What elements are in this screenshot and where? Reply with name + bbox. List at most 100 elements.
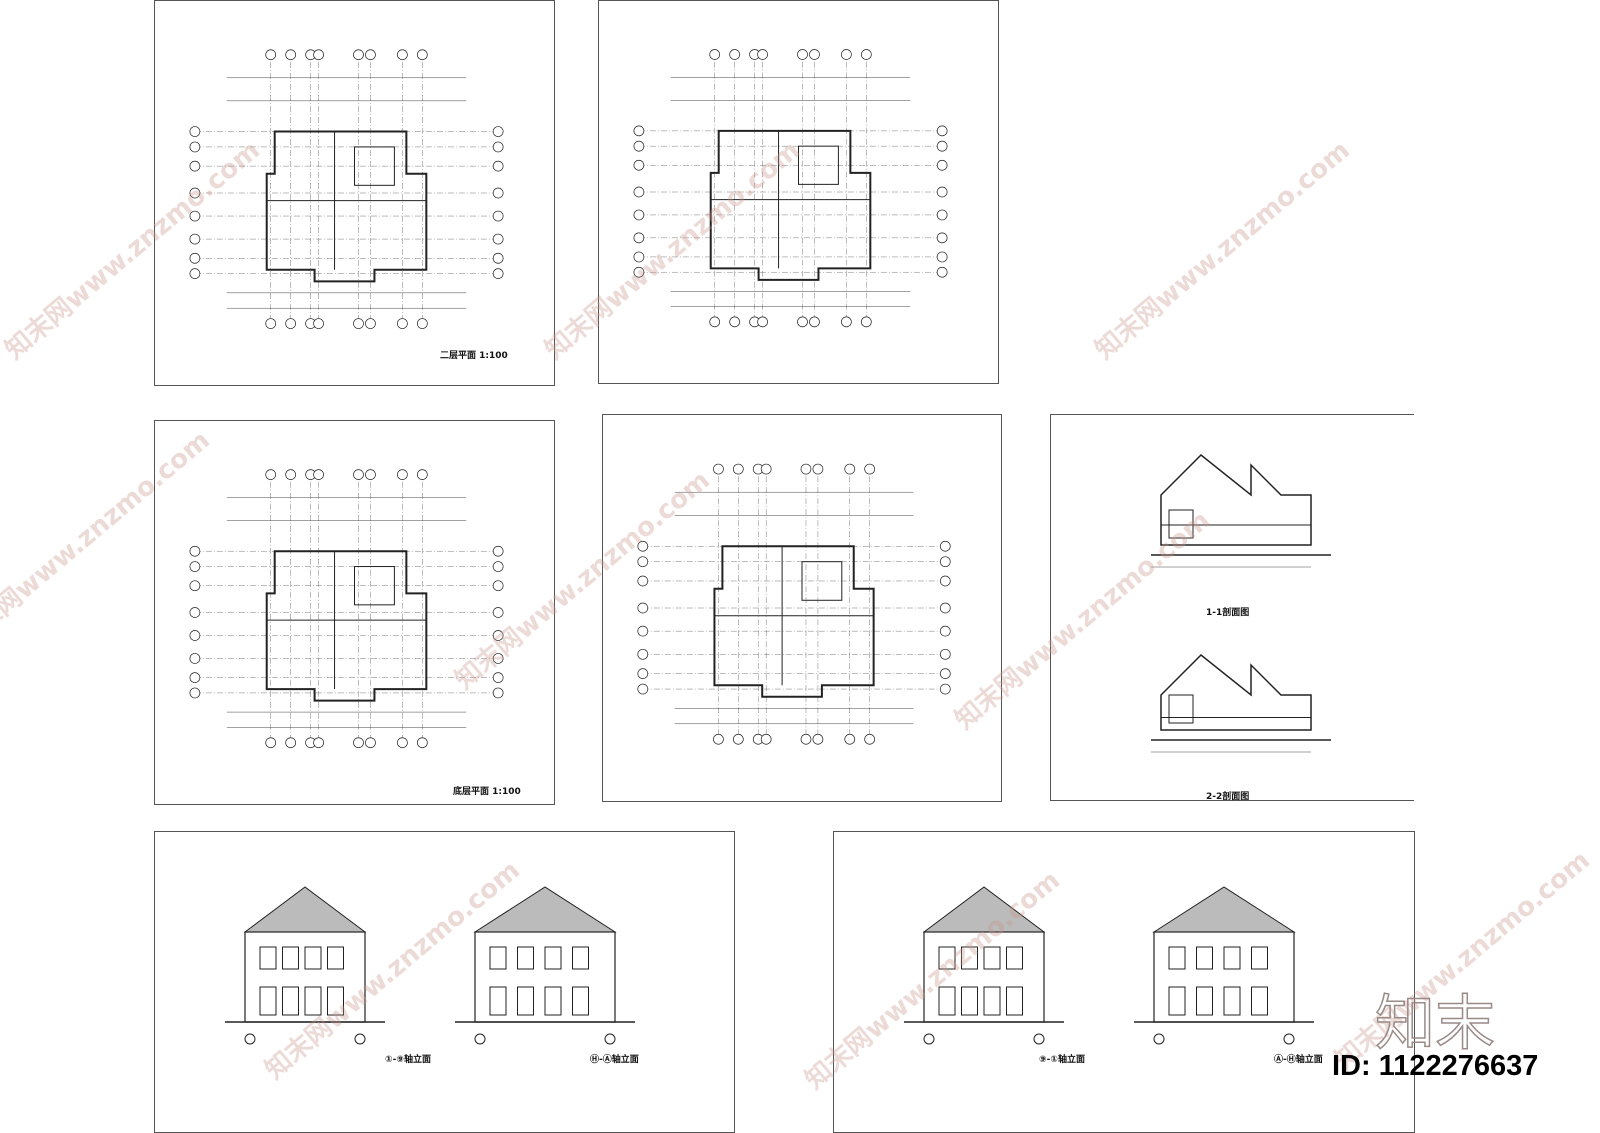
- window: [961, 986, 978, 1016]
- grid-bubble: [313, 49, 324, 61]
- window: [544, 946, 562, 970]
- grid-bubble: [757, 49, 768, 60]
- grid-bubble: [633, 140, 645, 152]
- grid-bubble: [189, 268, 201, 279]
- grid-bubble: [809, 316, 820, 328]
- grid-bubble: [492, 653, 504, 664]
- grid-bubble: [637, 625, 649, 637]
- window: [572, 986, 589, 1016]
- window: [1006, 986, 1023, 1016]
- floor-plan-drawing: [189, 49, 504, 329]
- grid-bubble: [864, 733, 876, 745]
- window: [304, 946, 322, 970]
- sheet-roof-plan-upper: [598, 0, 999, 384]
- grid-bubble: [354, 1033, 366, 1045]
- grid-bubble: [244, 1033, 256, 1045]
- grid-bubble: [841, 316, 852, 328]
- elevation-title: Ⓗ-Ⓐ轴立面: [590, 1055, 639, 1065]
- exterior-wall: [709, 129, 872, 281]
- grid-bubble: [800, 733, 812, 745]
- elevation-drawings: [225, 886, 635, 1045]
- grid-bubble: [633, 266, 645, 278]
- elevation-title: ⑨-①轴立面: [1039, 1055, 1085, 1065]
- grid-bubble: [732, 463, 744, 475]
- grid-bubble: [633, 186, 645, 198]
- room: [798, 145, 839, 185]
- grid-bubble: [936, 251, 948, 263]
- id-label: ID: 1122276637: [1332, 1050, 1539, 1082]
- grid-bubble: [365, 469, 376, 480]
- window: [259, 946, 277, 970]
- grid-bubble: [353, 318, 364, 329]
- grid-bubble: [633, 251, 645, 263]
- grid-bubble: [939, 668, 951, 679]
- roof: [243, 886, 367, 933]
- room: [354, 566, 395, 606]
- roof-plan-drawing: [637, 463, 951, 745]
- grid-bubble: [492, 672, 504, 683]
- exterior-wall: [265, 130, 428, 283]
- grid-bubble: [492, 580, 504, 592]
- sheet-second-floor-plan: 二层平面 1:100: [154, 0, 555, 386]
- grid-bubble: [729, 49, 741, 60]
- grid-bubble: [923, 1033, 935, 1045]
- grid-bubble: [860, 49, 872, 60]
- grid-bubble: [492, 607, 504, 618]
- grid-bubble: [189, 233, 201, 245]
- grid-bubble: [637, 575, 649, 587]
- grid-bubble: [492, 561, 504, 572]
- window: [938, 946, 956, 970]
- grid-bubble: [285, 737, 297, 749]
- grid-bubble: [637, 602, 649, 614]
- window: [282, 986, 299, 1016]
- grid-bubble: [637, 683, 649, 695]
- section-2-title: 2-2剖面图: [1206, 792, 1250, 802]
- grid-bubble: [365, 737, 376, 749]
- grid-bubble: [812, 463, 824, 475]
- grid-bubble: [365, 318, 376, 329]
- grid-bubble: [416, 737, 428, 749]
- room: [354, 146, 395, 186]
- grid-bubble: [936, 209, 948, 221]
- grid-bubble: [492, 210, 504, 222]
- exterior-wall: [265, 550, 428, 702]
- sheet-sections: 1-1剖面图 2-2剖面图: [1050, 414, 1414, 802]
- grid-bubble: [713, 463, 724, 475]
- drawing-title: 底层平面 1:100: [453, 787, 521, 797]
- grid-bubble: [285, 318, 297, 329]
- grid-bubble: [864, 463, 876, 475]
- grid-bubble: [416, 318, 428, 329]
- grid-bubble: [939, 683, 951, 695]
- roof: [922, 886, 1046, 933]
- window: [572, 946, 589, 970]
- window: [938, 986, 956, 1016]
- grid-bubble: [492, 268, 504, 279]
- grid-bubble: [189, 653, 201, 664]
- grid-bubble: [637, 540, 649, 552]
- grid-bubble: [936, 140, 948, 152]
- elevation-drawings: [904, 886, 1314, 1045]
- grid-bubble: [800, 463, 812, 475]
- grid-bubble: [492, 687, 504, 699]
- grid-bubble: [189, 160, 201, 172]
- grid-bubble: [189, 210, 201, 222]
- window: [1251, 986, 1268, 1016]
- grid-bubble: [189, 561, 201, 572]
- grid-bubble: [633, 125, 645, 137]
- window: [304, 986, 322, 1016]
- section-outline: [1160, 453, 1312, 546]
- grid-bubble: [1153, 1033, 1165, 1045]
- section-outline: [1160, 653, 1312, 731]
- grid-bubble: [637, 668, 649, 679]
- grid-bubble: [189, 687, 201, 699]
- roof-plan-drawing: [633, 49, 948, 328]
- grid-bubble: [936, 125, 948, 137]
- grid-bubble: [189, 630, 201, 641]
- grid-bubble: [797, 49, 808, 60]
- grid-bubble: [492, 252, 504, 264]
- grid-bubble: [189, 141, 201, 153]
- window: [1196, 986, 1213, 1016]
- grid-bubble: [1033, 1033, 1045, 1045]
- grid-bubble: [416, 469, 428, 480]
- grid-bubble: [492, 126, 504, 137]
